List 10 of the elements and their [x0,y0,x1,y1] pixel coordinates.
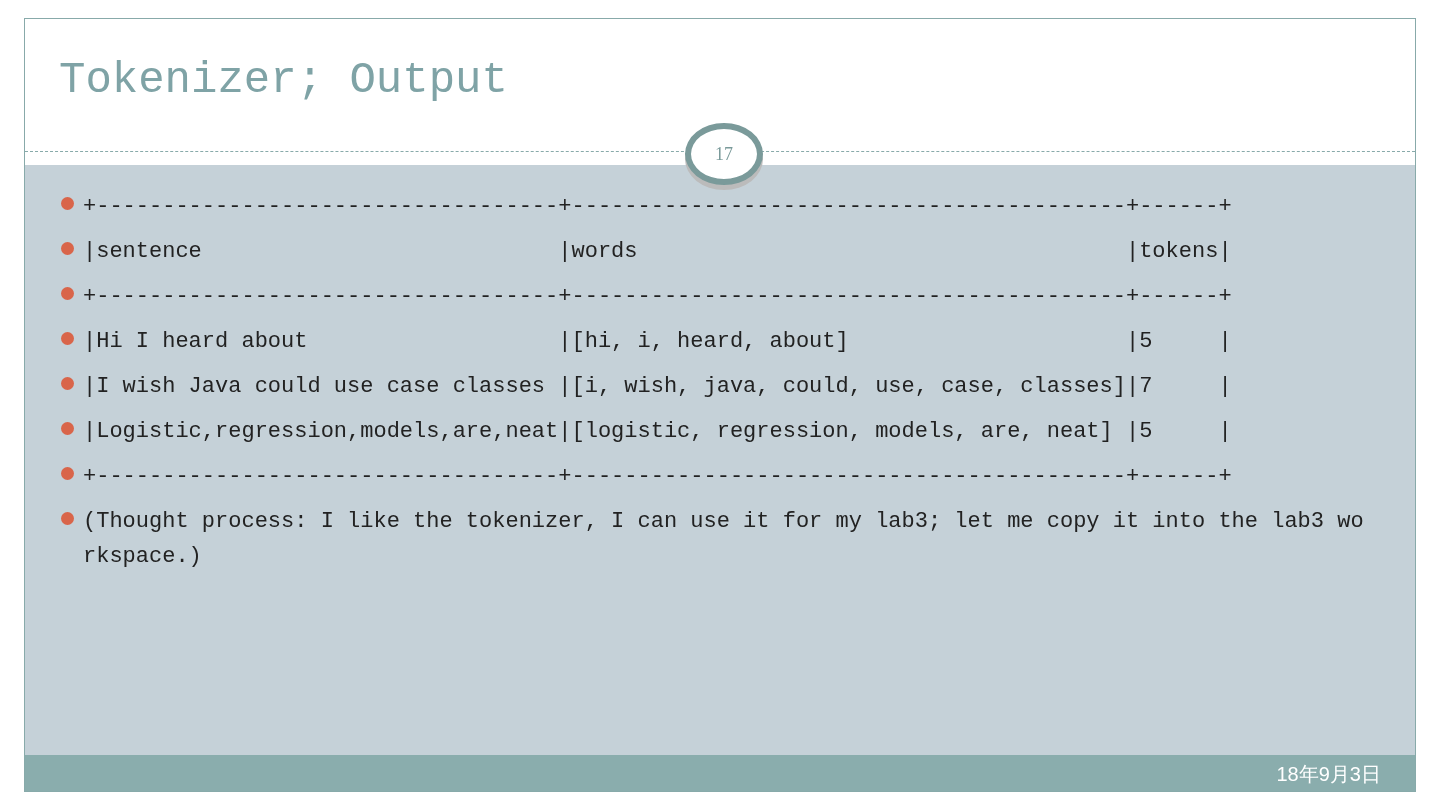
table-text-line: |sentence |words |tokens| [83,238,1233,266]
table-text-line: +-----------------------------------+------------------------------------------+------+ [83,283,1233,311]
table-text-line: |I wish Java could use case classes |[i, wish, java, could, use, case, classes]|7 | [83,373,1233,401]
table-text-line: +-----------------------------------+------------------------------------------+------+ [83,463,1233,491]
date-text: 18年9月3日 [1276,762,1381,787]
table-text-line: +-----------------------------------+------------------------------------------+------+ [83,193,1233,221]
slide-title: Tokenizer; Output [59,55,508,105]
note-text: (Thought process: I like the tokenizer, I can use it for my lab3; let me copy it into the lab3 workspace.) [83,508,1365,571]
table-text-line: |Hi I heard about |[hi, i, heard, about] |5 | [83,328,1233,356]
table-text-line: |Logistic,regression,models,are,neat|[logistic, regression, models, are, neat] |5 | [83,418,1233,446]
